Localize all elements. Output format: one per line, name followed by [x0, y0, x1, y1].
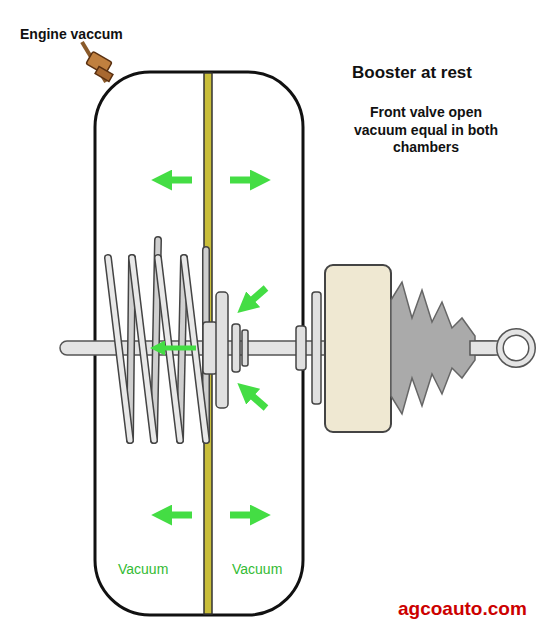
dust-boot	[391, 282, 475, 414]
chamber-label: Vacuum	[232, 561, 282, 579]
diagram-title: Booster at rest	[352, 63, 472, 83]
watermark: agcoauto.com	[398, 597, 527, 621]
part-label: Engine vaccum	[20, 26, 123, 44]
valve-assembly	[203, 292, 321, 408]
chamber-label: Vacuum	[118, 561, 168, 579]
valve-housing	[325, 265, 391, 432]
flow-arrows	[162, 180, 266, 515]
clevis-eye	[500, 332, 532, 364]
vacuum-fitting	[82, 42, 113, 82]
return-spring	[108, 240, 206, 440]
state-note: Front valve open vacuum equal in both ch…	[348, 104, 504, 157]
